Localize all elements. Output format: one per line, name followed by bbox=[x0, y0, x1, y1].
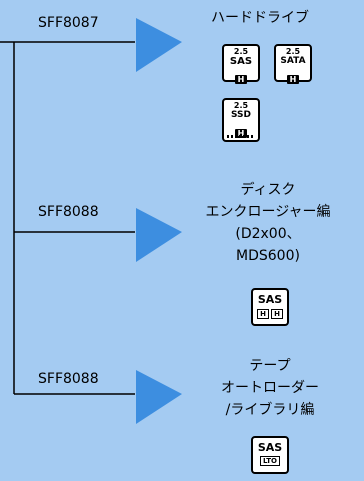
arrow-icon bbox=[136, 208, 182, 262]
arrow-icon bbox=[136, 18, 182, 72]
disk-enclosure-title: ディスク エンクロージャー編 (D2x00、 MDS600) bbox=[205, 182, 331, 264]
connector-label: SFF8087 bbox=[38, 15, 99, 31]
hard-drive-title: ハードドライブ bbox=[211, 10, 309, 26]
tape-library-title: テープ オートローダー /ライブラリ編 bbox=[221, 358, 319, 418]
connector-label: SFF8088 bbox=[38, 371, 99, 387]
arrow-icon bbox=[136, 370, 182, 424]
sata-2-5-icon: 2.5 SATA H bbox=[274, 44, 312, 84]
ssd-2-5-icon: 2.5 SSD H bbox=[222, 98, 260, 142]
sas-lto-icon: SAS LTO bbox=[251, 436, 289, 474]
sas-2-5-icon: 2.5 SAS H bbox=[222, 44, 260, 84]
connector-label: SFF8088 bbox=[38, 204, 99, 220]
